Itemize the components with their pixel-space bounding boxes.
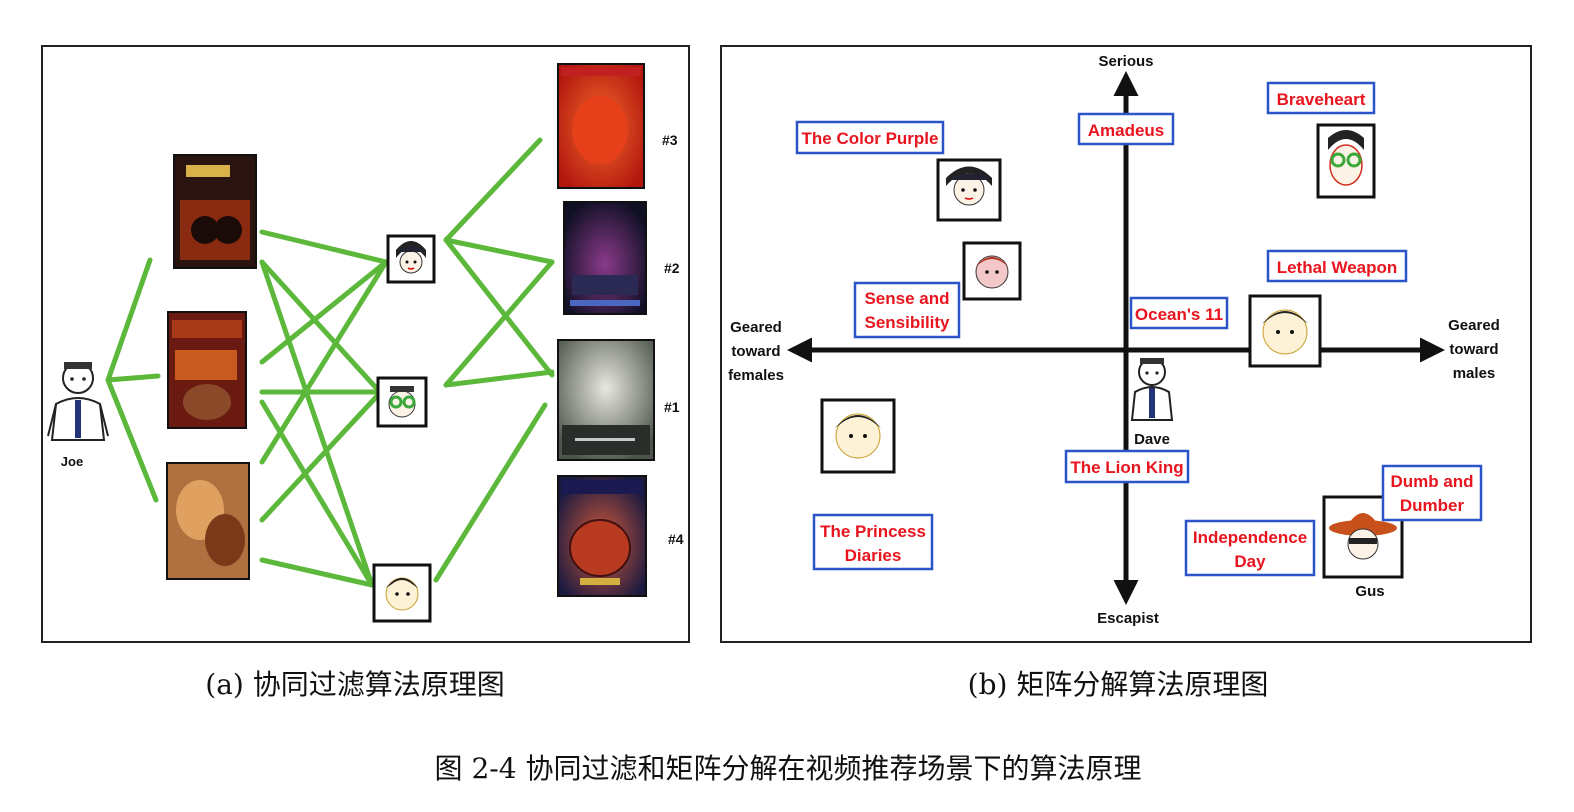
movie-label-braveheart: Braveheart xyxy=(1266,81,1376,115)
svg-text:The Color Purple: The Color Purple xyxy=(802,129,939,148)
svg-text:Dumb and: Dumb and xyxy=(1390,472,1473,491)
movie-label-lion-king: The Lion King xyxy=(1064,449,1190,484)
svg-text:Day: Day xyxy=(1234,552,1266,571)
movie-label-independence-day: Independence Day xyxy=(1184,519,1316,577)
movie-label-lethal-weapon: Lethal Weapon xyxy=(1266,249,1408,283)
rank-label: #2 xyxy=(664,260,680,276)
rank-label: #1 xyxy=(664,399,680,415)
recommended-poster-2 xyxy=(563,201,647,315)
rank-label: #4 xyxy=(668,531,684,547)
svg-text:Independence: Independence xyxy=(1193,528,1307,547)
user-label-joe: Joe xyxy=(61,454,83,469)
figure-caption: 图 2-4 协同过滤和矩阵分解在视频推荐场景下的算法原理 xyxy=(435,752,1142,785)
svg-text:Geared: Geared xyxy=(1448,317,1500,334)
svg-text:toward: toward xyxy=(731,343,780,360)
avatar-color-purple-fan-icon xyxy=(936,158,1002,222)
caption-a: (a) 协同过滤算法原理图 xyxy=(205,668,504,701)
movie-label-amadeus: Amadeus xyxy=(1077,112,1175,146)
user-label-dave: Dave xyxy=(1134,431,1170,448)
svg-text:Lethal Weapon: Lethal Weapon xyxy=(1277,258,1398,277)
svg-text:Sensibility: Sensibility xyxy=(864,313,950,332)
svg-text:Amadeus: Amadeus xyxy=(1088,121,1165,140)
user-joe-icon xyxy=(47,362,109,441)
rank-label: #3 xyxy=(662,132,678,148)
movie-label-sense-sensibility: Sense and Sensibility xyxy=(853,281,961,339)
panel-a: Joe xyxy=(41,45,690,643)
axis-label-left: Geared toward females xyxy=(728,319,784,384)
edges-a xyxy=(105,137,555,588)
watched-poster-star-wars xyxy=(173,154,257,269)
recommended-poster-4 xyxy=(557,475,647,597)
movie-label-dumb-dumber: Dumb and Dumber xyxy=(1381,464,1483,522)
neighbor-avatar-3-icon xyxy=(372,563,432,623)
recommended-poster-1 xyxy=(557,339,655,461)
svg-text:Sense and: Sense and xyxy=(864,289,949,308)
svg-text:females: females xyxy=(728,367,784,384)
user-dave-icon xyxy=(1130,358,1174,421)
svg-text:Geared: Geared xyxy=(730,319,782,336)
recommended-poster-3 xyxy=(557,63,645,189)
svg-text:The Princess: The Princess xyxy=(820,522,926,541)
svg-text:Braveheart: Braveheart xyxy=(1277,90,1366,109)
caption-b: (b) 矩阵分解算法原理图 xyxy=(968,668,1269,701)
avatar-braveheart-fan-icon xyxy=(1316,123,1376,199)
movie-label-oceans-11: Ocean's 11 xyxy=(1129,296,1229,330)
svg-text:Dumber: Dumber xyxy=(1400,496,1465,515)
axis-label-right: Geared toward males xyxy=(1448,317,1500,382)
movie-label-princess-diaries: The Princess Diaries xyxy=(812,513,934,571)
svg-text:Diaries: Diaries xyxy=(845,546,902,565)
avatar-oceans-fan-icon xyxy=(1248,294,1322,368)
avatar-princess-fan-icon xyxy=(820,398,896,474)
panel-b: Serious Escapist Geared toward females G… xyxy=(720,45,1532,643)
neighbor-avatar-1-icon xyxy=(386,234,436,284)
user-gus-icon xyxy=(1322,495,1404,579)
neighbor-avatar-2-icon xyxy=(376,376,428,428)
user-label-gus: Gus xyxy=(1355,583,1384,600)
movie-label-color-purple: The Color Purple xyxy=(795,120,945,155)
axis-label-top: Serious xyxy=(1098,53,1153,70)
avatar-redhead-icon xyxy=(962,241,1022,301)
svg-text:Ocean's 11: Ocean's 11 xyxy=(1135,305,1223,324)
watched-poster-indiana xyxy=(167,311,247,429)
watched-poster-romance xyxy=(166,462,250,580)
axis-label-bottom: Escapist xyxy=(1097,610,1159,627)
svg-text:males: males xyxy=(1453,365,1496,382)
svg-text:The Lion King: The Lion King xyxy=(1070,458,1183,477)
svg-text:toward: toward xyxy=(1449,341,1498,358)
